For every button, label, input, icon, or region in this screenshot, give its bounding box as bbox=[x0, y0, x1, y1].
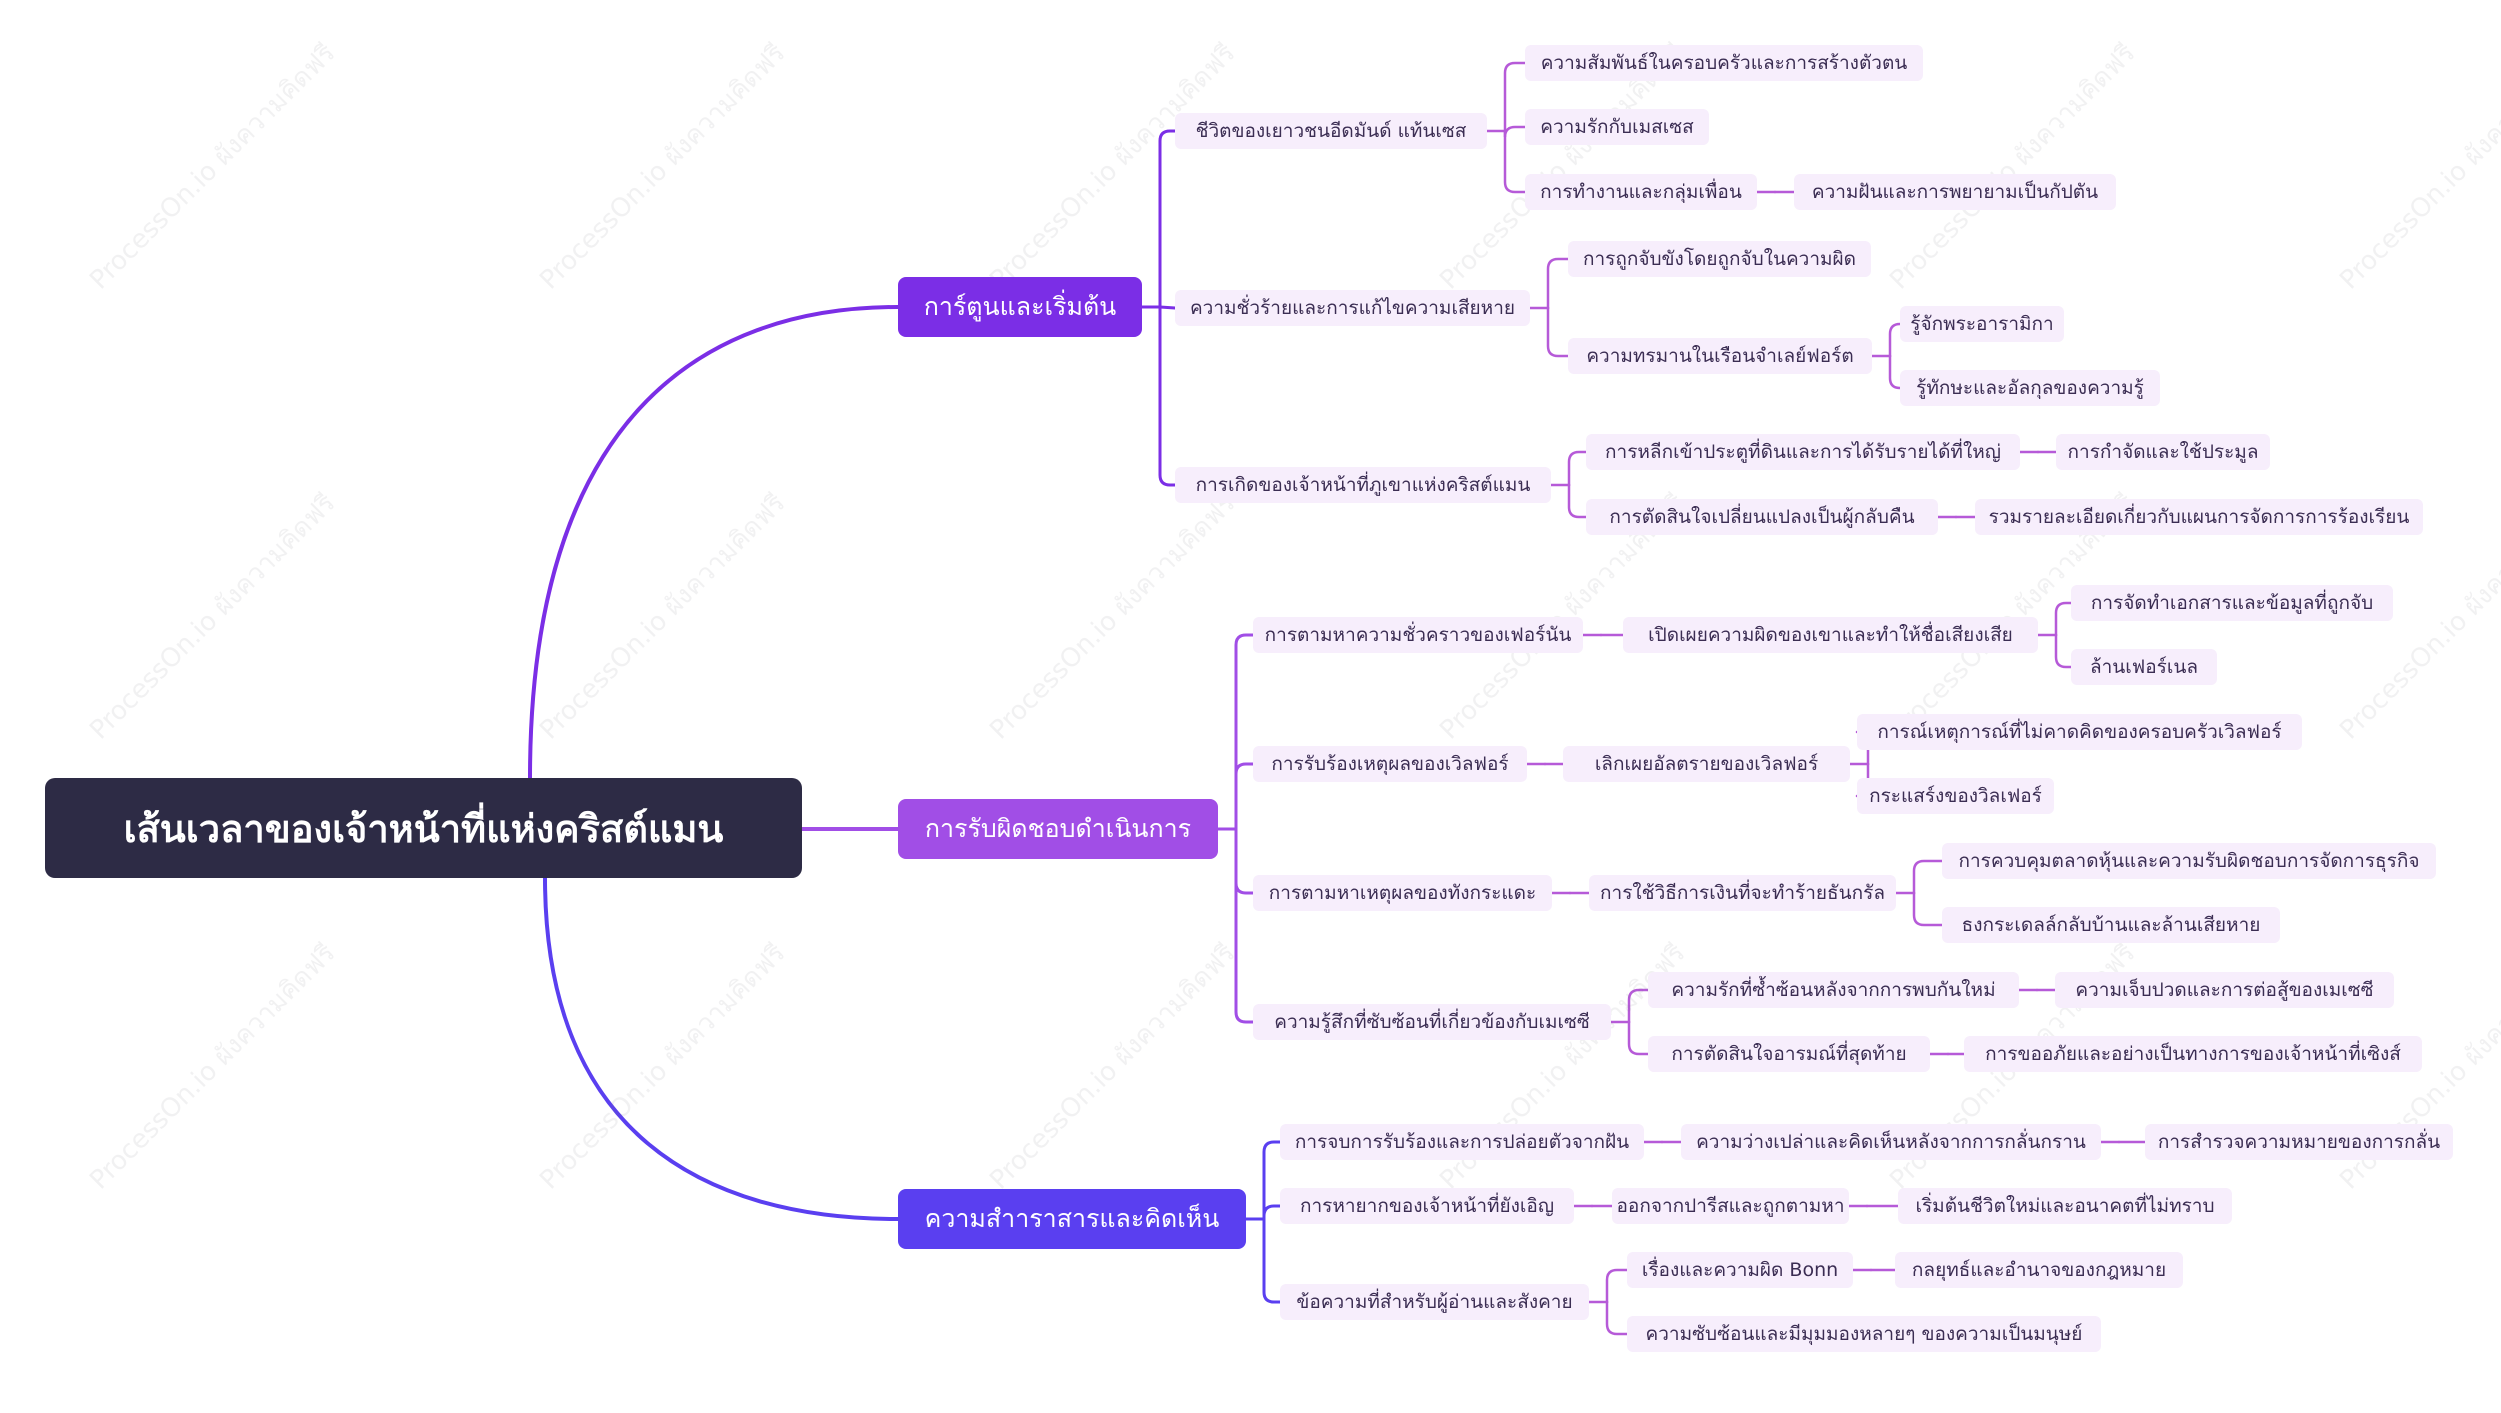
sub1-2-2-links-1 bbox=[1888, 354, 1902, 390]
subtopic-leaf[interactable]: ความฝันและการพยายามเป็นกัปตัน bbox=[1794, 174, 2116, 210]
sub2-3-1-links-1 bbox=[1912, 891, 1944, 927]
branch1-links-0 bbox=[1158, 129, 1177, 309]
branch-topic-2[interactable]: การรับผิดชอบดำเนินการ bbox=[898, 799, 1218, 859]
sub2-4-links-1 bbox=[1627, 1020, 1650, 1056]
branch1-links-2 bbox=[1158, 305, 1177, 487]
subtopic[interactable]: ความชั่วร้ายและการแก้ไขความเสียหาย bbox=[1175, 290, 1530, 326]
subtopic-leaf[interactable]: รู้จักพระอารามิกา bbox=[1900, 306, 2064, 342]
sub3-3-links-1 bbox=[1605, 1300, 1629, 1336]
subtopic[interactable]: การหายากของเจ้าหน้าที่ยังเอิญ bbox=[1280, 1188, 1574, 1224]
subtopic-detail[interactable]: การตัดสินใจเปลี่ยนแปลงเป็นผู้กลับคืน bbox=[1586, 499, 1938, 535]
branch2-links-1 bbox=[1234, 762, 1255, 831]
sub1-3-links-0 bbox=[1567, 450, 1588, 487]
subtopic-detail[interactable]: ออกจากปารีสและถูกตามหา bbox=[1612, 1188, 1849, 1224]
branch1-links-1 bbox=[1158, 305, 1177, 310]
subtopic[interactable]: การตามหาเหตุผลของทังกระแดะ bbox=[1253, 875, 1552, 911]
subtopic-detail[interactable]: เลิกเผยอัลตรายของเวิลฟอร์ bbox=[1563, 746, 1850, 782]
subtopic-detail[interactable]: ความทรมานในเรือนจำเลย์ฟอร์ต bbox=[1568, 338, 1872, 374]
subtopic-leaf[interactable]: เริ่มต้นชีวิตใหม่และอนาคตที่ไม่ทราบ bbox=[1898, 1188, 2232, 1224]
subtopic-detail[interactable]: เปิดเผยความผิดของเขาและทำให้ชื่อเสียงเสี… bbox=[1623, 617, 2038, 653]
subtopic-leaf[interactable]: รวมรายละเอียดเกี่ยวกับแผนการจัดการการร้อ… bbox=[1975, 499, 2423, 535]
sub1-2-2-links-0 bbox=[1888, 322, 1902, 358]
subtopic-detail[interactable]: ความรักกับเมสเซส bbox=[1525, 109, 1709, 145]
central-topic[interactable]: เส้นเวลาของเจ้าหน้าที่แห่งคริสต์แมน bbox=[45, 778, 802, 878]
subtopic-detail[interactable]: ความรักที่ซ้ำซ้อนหลังจากการพบกันใหม่ bbox=[1648, 972, 2019, 1008]
subtopic-leaf[interactable]: การควบคุมตลาดหุ้นและความรับผิดชอบการจัดก… bbox=[1942, 843, 2436, 879]
subtopic[interactable]: การเกิดของเจ้าหน้าที่ภูเขาแห่งคริสต์แมน bbox=[1175, 467, 1551, 503]
subtopic-leaf[interactable]: การขออภัยและอย่างเป็นทางการของเจ้าหน้าที… bbox=[1964, 1036, 2422, 1072]
subtopic[interactable]: การจบการรับร้องและการปล่อยตัวจากฝัน bbox=[1280, 1124, 1644, 1160]
subtopic-leaf[interactable]: การกำจัดและใช้ประมูล bbox=[2056, 434, 2270, 470]
subtopic-leaf[interactable]: กระแสร์งของวิลเฟอร์ bbox=[1857, 778, 2054, 814]
sub2-4-links-0 bbox=[1627, 988, 1650, 1024]
sub2-1-1-links-1 bbox=[2054, 633, 2073, 669]
sub1-1-links-2 bbox=[1503, 129, 1527, 194]
subtopic[interactable]: ข้อความที่สำหรับผู้อ่านและสังคาย bbox=[1280, 1284, 1589, 1320]
subtopic-detail[interactable]: ความว่างเปล่าและคิดเห็นหลังจากการกลั่นกร… bbox=[1681, 1124, 2101, 1160]
subtopic-leaf[interactable]: การณ์เหตุการณ์ที่ไม่คาดคิดของครอบครัวเวิ… bbox=[1857, 714, 2302, 750]
branch2-links-3 bbox=[1234, 827, 1255, 1024]
subtopic-detail[interactable]: เรื่องและความผิด Bonn bbox=[1627, 1252, 1853, 1288]
branch-topic-3[interactable]: ความสำาราสารและคิดเห็น bbox=[898, 1189, 1246, 1249]
branch3-links-2 bbox=[1262, 1217, 1282, 1304]
subtopic-detail[interactable]: การตัดสินใจอารมณ์ที่สุดท้าย bbox=[1648, 1036, 1930, 1072]
subtopic-detail[interactable]: การทำงานและกลุ่มเพื่อน bbox=[1525, 174, 1757, 210]
sub3-3-links-0 bbox=[1605, 1268, 1629, 1304]
branch-connector-3 bbox=[543, 876, 900, 1221]
branch2-links-2 bbox=[1234, 827, 1255, 895]
subtopic[interactable]: ชีวิตของเยาวชนอีดมันด์ แท้นเซส bbox=[1175, 113, 1487, 149]
subtopic-detail[interactable]: การถูกจับขังโดยถูกจับในความผิด bbox=[1568, 241, 1871, 277]
subtopic-leaf[interactable]: รู้ทักษะและอัลกุลของความรู้ bbox=[1900, 370, 2160, 406]
branch3-links-1 bbox=[1262, 1204, 1282, 1221]
subtopic-detail[interactable]: ความสัมพันธ์ในครอบครัวและการสร้างตัวตน bbox=[1525, 45, 1923, 81]
sub2-1-1-links-0 bbox=[2054, 601, 2073, 637]
branch2-links-0 bbox=[1234, 633, 1255, 831]
sub2-3-1-links-0 bbox=[1912, 859, 1944, 895]
sub1-1-links-1 bbox=[1503, 125, 1527, 138]
subtopic-detail[interactable]: การใช้วิธีการเงินที่จะทำร้ายธันกรัล bbox=[1589, 875, 1896, 911]
branch-connector-1 bbox=[528, 305, 900, 780]
subtopic-detail[interactable]: ความซับซ้อนและมีมุมมองหลายๆ ของความเป็นม… bbox=[1627, 1316, 2101, 1352]
subtopic-leaf[interactable]: ธงกระเดลล์กลับบ้านและล้านเสียหาย bbox=[1942, 907, 2280, 943]
subtopic-detail[interactable]: การหลีกเข้าประตูที่ดินและการได้รับรายได้… bbox=[1586, 434, 2020, 470]
subtopic-leaf[interactable]: ล้านเฟอร์เนล bbox=[2071, 649, 2217, 685]
branch-topic-1[interactable]: การ์ตูนและเริ่มต้น bbox=[898, 277, 1142, 337]
subtopic[interactable]: ความรู้สึกที่ซับซ้อนที่เกี่ยวข้องกับเมเซ… bbox=[1253, 1004, 1611, 1040]
subtopic-leaf[interactable]: การจัดทำเอกสารและข้อมูลที่ถูกจับ bbox=[2071, 585, 2393, 621]
sub1-3-links-1 bbox=[1567, 483, 1588, 519]
subtopic-leaf[interactable]: การสำรวจความหมายของการกลั่น bbox=[2145, 1124, 2453, 1160]
branch3-links-0 bbox=[1262, 1140, 1282, 1221]
subtopic[interactable]: การรับร้องเหตุผลของเวิลฟอร์ bbox=[1253, 746, 1527, 782]
sub1-2-links-1 bbox=[1546, 306, 1570, 358]
sub1-2-links-0 bbox=[1546, 257, 1570, 310]
sub1-1-links-0 bbox=[1503, 61, 1527, 133]
subtopic-leaf[interactable]: กลยุทธ์และอำนาจของกฎหมาย bbox=[1895, 1252, 2183, 1288]
subtopic[interactable]: การตามหาความชั่วคราวของเฟอร์นัน bbox=[1253, 617, 1583, 653]
subtopic-leaf[interactable]: ความเจ็บปวดและการต่อสู้ของเมเซซี bbox=[2055, 972, 2394, 1008]
